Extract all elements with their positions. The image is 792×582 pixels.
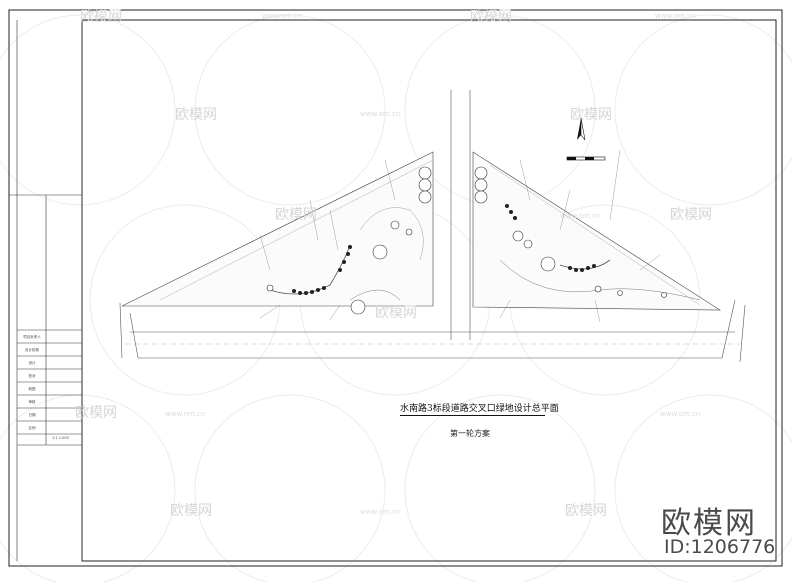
title-block-row: 制图 [28, 387, 36, 391]
left-shrub-row [292, 245, 352, 295]
watermark-logo: 欧模网 [375, 305, 417, 321]
title-block-row: 项目负责人 [23, 335, 41, 339]
right-shrub-row [505, 204, 596, 272]
title-block-row: 校对 [28, 374, 36, 378]
title-block-row: 日期 [28, 413, 36, 417]
annotation-leaders [259, 149, 661, 323]
right-trees [474, 166, 667, 298]
left-trees [266, 166, 432, 315]
watermark-logo: 欧模网 [175, 107, 217, 123]
road-lines [119, 90, 746, 363]
drawing-title: 水南路3标段道路交叉口绿地设计总平面 [400, 401, 559, 416]
watermark-logo: 欧模网 [275, 207, 317, 223]
title-block-row: 设计校核 [25, 348, 39, 352]
drawing-subtitle: 第一轮方案 [450, 429, 490, 438]
outer-frame [8, 9, 783, 567]
title-block-scale: 1:1 1:000 [52, 436, 69, 440]
watermark-logo: 欧模网 [565, 503, 607, 519]
watermark-url: www.om.cn [655, 12, 696, 20]
title-block-row: 审核 [28, 400, 36, 404]
title-block [9, 20, 83, 561]
watermark-logo: 欧模网 [75, 405, 117, 421]
watermark-id: ID:1206776 [664, 536, 776, 558]
watermark-url: www.om.cn [660, 410, 701, 418]
watermark-url: www.om.cn [360, 110, 401, 118]
watermark-logo: 欧模网 [570, 107, 612, 123]
watermark-logo: 欧模网 [470, 9, 512, 25]
watermark-url: www.om.cn [262, 12, 303, 20]
right-green-area [472, 151, 722, 311]
watermark-brand: 欧模网 [661, 506, 757, 541]
watermark-logo: 欧模网 [80, 9, 122, 25]
title-block-row: 设计 [28, 361, 36, 365]
scale-bar [566, 156, 606, 161]
watermark-url: www.om.cn [360, 508, 401, 516]
watermark-url: www.om.cn [165, 410, 206, 418]
title-block-row: 比例 [28, 426, 36, 430]
watermark-logo: 欧模网 [670, 207, 712, 223]
north-arrow-icon [577, 117, 586, 141]
left-green-area [121, 151, 434, 307]
watermark-url: www.om.cn [560, 212, 601, 220]
watermark-logo: 欧模网 [170, 503, 212, 519]
